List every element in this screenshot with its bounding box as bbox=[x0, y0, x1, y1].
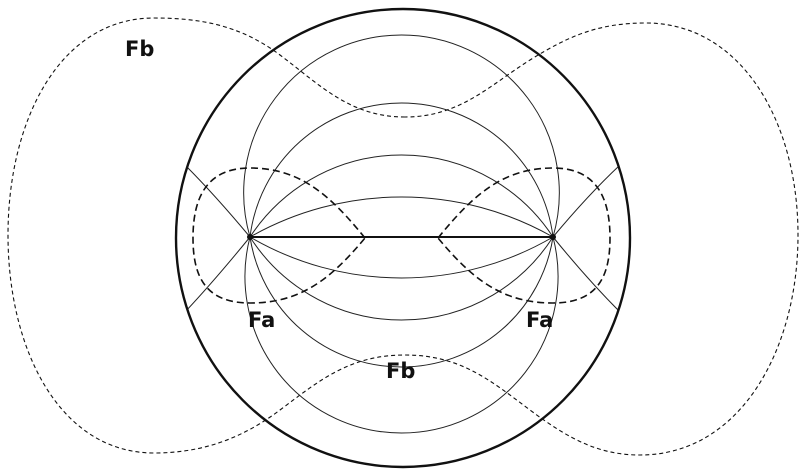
field-arc bbox=[244, 236, 559, 434]
focus-right bbox=[550, 234, 556, 240]
label-fb-top-left: Fb bbox=[125, 37, 154, 61]
outer-circle bbox=[174, 7, 632, 469]
field-arcs bbox=[184, 34, 621, 434]
field-arc bbox=[249, 196, 554, 238]
field-arc bbox=[249, 236, 554, 368]
focus-left bbox=[247, 234, 253, 240]
label-fa-right: Fa bbox=[526, 308, 553, 332]
field-arc bbox=[243, 34, 560, 238]
fb-boundary-curve bbox=[7, 17, 799, 456]
label-fb-bottom: Fb bbox=[386, 359, 415, 383]
fa-right-lobe bbox=[436, 167, 611, 304]
fa-left-lobe bbox=[192, 167, 367, 304]
field-side-curve bbox=[552, 164, 621, 238]
field-arc bbox=[249, 154, 554, 238]
field-arc bbox=[249, 236, 554, 321]
field-side-curve bbox=[184, 164, 251, 238]
label-fa-left: Fa bbox=[248, 308, 275, 332]
field-side-curve bbox=[552, 236, 621, 313]
field-arc bbox=[249, 102, 554, 238]
field-side-curve bbox=[184, 236, 251, 313]
field-arc bbox=[249, 236, 554, 279]
